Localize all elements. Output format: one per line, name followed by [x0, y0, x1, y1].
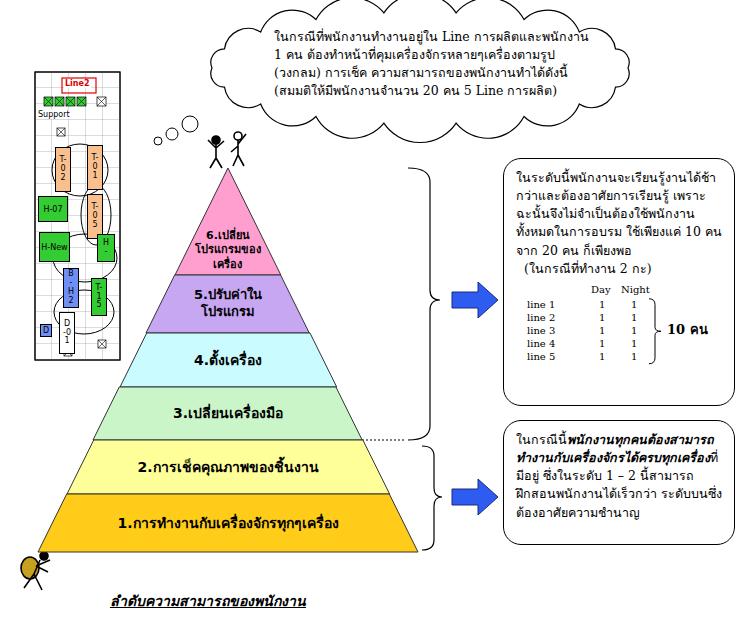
- note-text: ในกรณีนี้: [516, 432, 567, 447]
- machine-box: B-H2: [63, 268, 79, 308]
- table-cell: 1: [599, 338, 605, 350]
- note-text: ในระดับนี้พนักงานจะเรียนรู้งานได้ช้ากว่า…: [516, 169, 722, 260]
- pyramid-band: 1.การทำงานกับเครื่องจักรทุกๆเครื่อง: [38, 494, 418, 552]
- machine-label: T-15: [95, 284, 103, 310]
- thought-bubbles: [154, 116, 198, 145]
- note-box: ในกรณีนี้พนักงานทุกคนต้องสามารถทำงานกับเ…: [503, 420, 735, 545]
- pyramid-band: 4.ตั้งเครื่อง: [120, 333, 337, 387]
- level-label: 6.เปลี่ยนโปรแกรมของเครื่อง: [191, 229, 265, 272]
- level-label: 5.ปรับค่าในโปรแกรม: [178, 287, 278, 321]
- machine-box: H-07: [38, 196, 68, 222]
- machine-label: T-02: [59, 156, 67, 182]
- table-cell: 1: [631, 312, 637, 324]
- climber-figure: [21, 552, 50, 590]
- table-cell: 1: [631, 325, 637, 337]
- table-cell: line 3: [527, 325, 555, 337]
- line-title: Line2: [64, 79, 91, 88]
- stick-figures: [208, 132, 246, 168]
- table-cell: 1: [599, 299, 605, 311]
- pyramid-band: 2.การเช็คคุณภาพของชิ้นงาน: [67, 440, 390, 494]
- brackets: [408, 168, 442, 550]
- machine-box: H-New: [39, 232, 70, 262]
- pyramid-band: 3.เปลี่ยนเครื่องมือ: [93, 387, 362, 440]
- table-cell: line 5: [527, 351, 555, 363]
- table-cell: 1: [599, 312, 605, 324]
- machine-box: H-: [97, 234, 115, 262]
- level-label: 4.ตั้งเครื่อง: [128, 351, 328, 369]
- table-cell: Night: [621, 284, 650, 296]
- machine-box: T-15: [91, 278, 107, 316]
- table-cell: line 1: [527, 299, 555, 311]
- caption: ลำดับความสามารถของพนักงาน: [110, 590, 306, 612]
- machine-label: T-01: [91, 154, 99, 180]
- machine-label: D-01: [63, 320, 71, 346]
- note-paragraph: ในกรณีนี้พนักงานทุกคนต้องสามารถทำงานกับเ…: [516, 431, 722, 522]
- machine-label: H-: [102, 239, 110, 257]
- table-cell: 1: [599, 351, 605, 363]
- table-cell: 1: [631, 338, 637, 350]
- machine-box: T-02: [55, 147, 71, 192]
- brace: [649, 299, 661, 364]
- pyramid-band: 5.ปรับค่าในโปรแกรม: [146, 275, 309, 333]
- machine-box: T-05: [87, 194, 103, 239]
- table-cell: 1: [599, 325, 605, 337]
- machine-box: D: [40, 324, 52, 337]
- machine-label: D: [43, 326, 49, 335]
- area-label: Support: [37, 110, 71, 119]
- dotted-line: [362, 440, 406, 441]
- level-label: 2.การเช็คคุณภาพของชิ้นงาน: [78, 458, 378, 476]
- level-label: 3.เปลี่ยนเครื่องมือ: [103, 404, 353, 422]
- table-cell: 1: [631, 351, 637, 363]
- note-text: (ในกรณีที่ทำงาน 2 กะ): [516, 260, 722, 278]
- total-label: 10 คน: [667, 324, 708, 336]
- floor-layout: Line2SupportT-02 T-01H-07 T-05H-New H- B-H2 T…: [35, 72, 120, 360]
- table-cell: line 4: [527, 338, 555, 350]
- machine-box: D-01: [59, 312, 75, 354]
- machine-label: H-New: [41, 243, 67, 252]
- block-arrows: [452, 282, 498, 515]
- machine-label: B-H2: [67, 270, 75, 305]
- table-cell: line 2: [527, 312, 555, 324]
- machine-box: T-01: [87, 145, 103, 190]
- table-cell: Day: [591, 284, 611, 296]
- machine-label: H-07: [43, 205, 62, 214]
- level-label: 1.การทำงานกับเครื่องจักรทุกๆเครื่อง: [58, 514, 398, 532]
- pyramid-band: 6.เปลี่ยนโปรแกรมของเครื่อง: [175, 168, 281, 275]
- floor-map: [35, 72, 120, 360]
- machine-label: T-05: [91, 203, 99, 229]
- note-box: ในระดับนี้พนักงานจะเรียนรู้งานได้ช้ากว่า…: [503, 158, 735, 406]
- cloud-text: ในกรณีที่พนักงานทำงานอยู่ใน Line การผลิต…: [274, 28, 592, 101]
- table-cell: 1: [631, 299, 637, 311]
- thought-cloud: ในกรณีที่พนักงานทำงานอยู่ใน Line การผลิต…: [200, 4, 640, 132]
